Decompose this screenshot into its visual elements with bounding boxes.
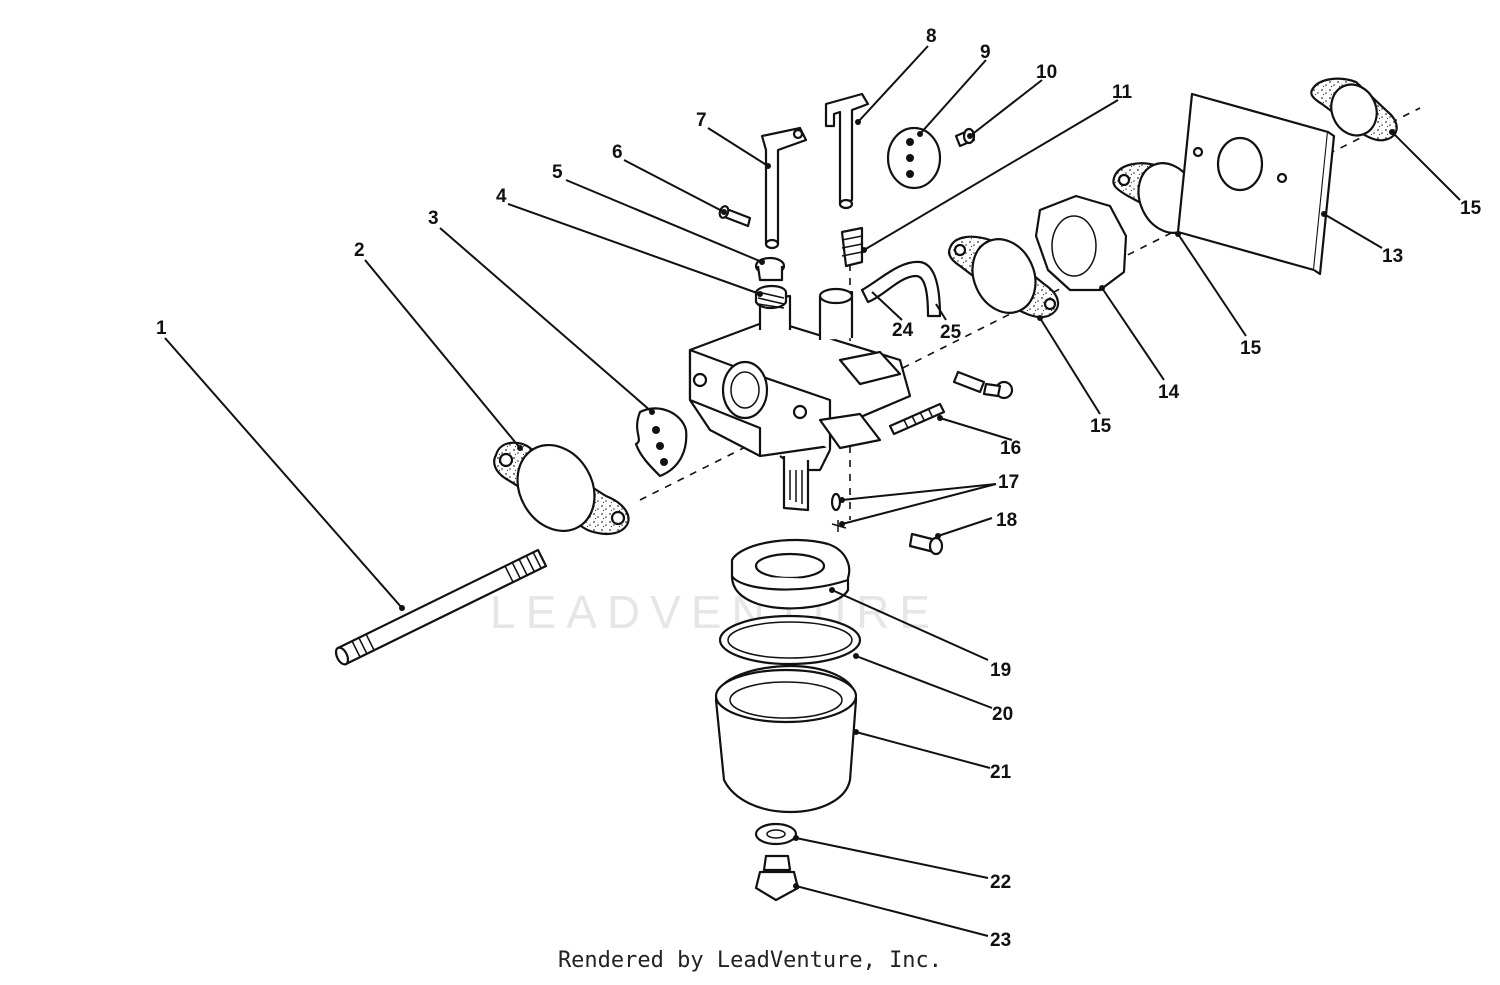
callout-10: 10: [1036, 62, 1057, 83]
callout-9: 9: [980, 42, 991, 63]
part-3-throttle-plate: [634, 407, 688, 478]
part-4-spring: [754, 284, 788, 310]
callout-22: 22: [990, 872, 1011, 893]
watermark-text: LEADVENTURE: [490, 586, 940, 638]
callout-14: 14: [1158, 382, 1180, 403]
callout-15-center: 15: [1090, 416, 1112, 437]
callout-15-far-right: 15: [1460, 198, 1482, 219]
callout-8: 8: [926, 26, 937, 47]
callout-11: 11: [1112, 82, 1133, 103]
part-21-float-bowl: [714, 664, 858, 814]
callout-20: 20: [992, 704, 1013, 725]
part-19-float: [730, 538, 851, 610]
callout-7: 7: [696, 110, 707, 131]
callout-1: 1: [156, 318, 167, 339]
callout-19: 19: [990, 660, 1011, 681]
part-8-choke-shaft: [824, 92, 870, 210]
callout-3: 3: [428, 208, 439, 229]
carburetor-body: [688, 287, 912, 512]
part-15-gasket-a: [947, 235, 1060, 319]
part-20-bowl-gasket: [718, 614, 862, 666]
callout-23: 23: [990, 930, 1011, 951]
callout-15-right: 15: [1240, 338, 1262, 359]
callout-25: 25: [940, 322, 962, 343]
watermark: LEADVENTURE: [490, 586, 940, 638]
callout-labels: 1 2 3 4 5 6 7 8 9 10 11 13 14 15 15 15 1…: [156, 26, 1482, 951]
render-credit: Rendered by LeadVenture, Inc.: [557, 948, 943, 973]
part-15-gasket-c: [1310, 77, 1398, 142]
part-5-cap: [754, 256, 786, 282]
part-18-jet: [908, 532, 944, 556]
callout-6: 6: [612, 142, 623, 163]
part-7-throttle-shaft: [760, 126, 808, 250]
part-11-fitting: [840, 226, 864, 268]
callout-2: 2: [354, 240, 365, 261]
part-16-screw: [888, 370, 1014, 436]
callout-13: 13: [1382, 246, 1403, 267]
callout-5: 5: [552, 162, 563, 183]
callout-18: 18: [996, 510, 1017, 531]
callout-24: 24: [892, 320, 914, 341]
part-9-choke-plate: [886, 126, 942, 190]
callout-21: 21: [990, 762, 1012, 783]
part-13-plate: [1176, 92, 1336, 276]
part-24-25-tube: [860, 260, 942, 318]
callout-17: 17: [998, 472, 1019, 493]
part-6-screw: [718, 205, 752, 228]
part-2-gasket: [493, 441, 630, 536]
callout-16: 16: [1000, 438, 1021, 459]
part-14-spacer: [1034, 194, 1128, 292]
part-22-washer: [754, 822, 798, 846]
part-1-stud: [334, 548, 548, 666]
leader-lines: [164, 45, 1461, 937]
callout-4: 4: [496, 186, 507, 207]
part-23-bolt: [754, 854, 800, 902]
